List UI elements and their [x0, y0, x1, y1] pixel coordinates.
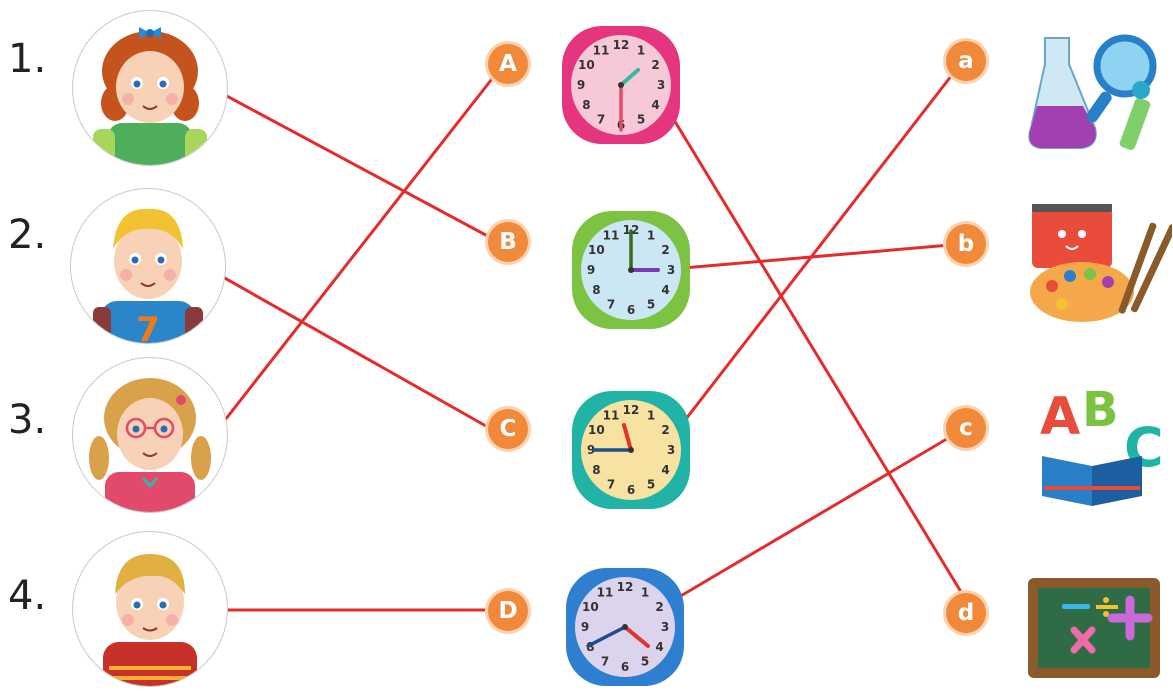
clock-numeral: 2: [651, 58, 659, 72]
svg-text:B: B: [1082, 382, 1119, 438]
clock-numeral: 3: [657, 78, 665, 92]
svg-text:A: A: [1040, 387, 1080, 447]
avatar-boy-hoodie[interactable]: [72, 531, 228, 687]
line-D-to-c: [661, 428, 963, 609]
clock-numeral: 12: [613, 38, 630, 52]
avatar-boy-seven[interactable]: 7: [70, 188, 226, 344]
clock-numeral: 2: [655, 600, 663, 614]
clock-numeral: 4: [655, 640, 663, 654]
clock-numeral: 6: [627, 303, 635, 317]
line-2-to-C: [199, 262, 494, 432]
clock-numeral: 5: [637, 113, 645, 127]
line-3-to-A: [198, 74, 497, 453]
badge-clock-C[interactable]: C: [488, 409, 528, 449]
line-C-to-a: [670, 61, 964, 438]
clock-numeral: 4: [661, 283, 669, 297]
clock-numeral: 6: [621, 660, 629, 674]
clock-numeral: 7: [607, 298, 615, 312]
badge-activity-b[interactable]: b: [946, 224, 986, 264]
avatar-girl-bow[interactable]: [72, 10, 228, 166]
clock-numeral: 10: [582, 600, 599, 614]
badge-activity-a[interactable]: a: [946, 41, 986, 81]
badge-activity-d[interactable]: d: [946, 593, 986, 633]
clock-numeral: 7: [601, 655, 609, 669]
clock-numeral: 1: [647, 408, 655, 422]
clock-numeral: 6: [627, 483, 635, 497]
badge-clock-A[interactable]: A: [488, 44, 528, 84]
clock-numeral: 2: [661, 423, 669, 437]
clock-numeral: 11: [593, 43, 610, 57]
clock-numeral: 8: [592, 283, 600, 297]
clock-numeral: 3: [667, 263, 675, 277]
clock-numeral: 1: [647, 228, 655, 242]
clock-numeral: 1: [641, 585, 649, 599]
clock-numeral: 5: [641, 655, 649, 669]
line-B-to-b: [659, 242, 963, 272]
clock-numeral: 3: [667, 443, 675, 457]
badge-clock-D[interactable]: D: [488, 591, 528, 631]
clock-numeral: 7: [607, 478, 615, 492]
clock-numeral: 8: [586, 640, 594, 654]
number-4: 4.: [8, 573, 47, 619]
clock-numeral: 1: [637, 43, 645, 57]
clock-numeral: 10: [578, 58, 595, 72]
math-chalkboard-icon: [1022, 560, 1172, 700]
badge-activity-c[interactable]: c: [946, 408, 986, 448]
avatar-girl-glasses[interactable]: [72, 357, 228, 513]
clock-numeral: 11: [603, 228, 620, 242]
line-1-to-B: [209, 85, 496, 242]
clock-numeral: 10: [588, 243, 605, 257]
clock-numeral: 4: [661, 463, 669, 477]
clock-numeral: 8: [582, 98, 590, 112]
clock-numeral: 3: [661, 620, 669, 634]
svg-text:7: 7: [136, 310, 160, 343]
clock-numeral: 9: [587, 263, 595, 277]
clock-numeral: 2: [661, 243, 669, 257]
art-supplies-icon: [1022, 200, 1172, 340]
clock-numeral: 7: [597, 113, 605, 127]
line-A-to-d: [666, 109, 974, 611]
clock-numeral: 12: [623, 403, 640, 417]
number-1: 1.: [8, 36, 47, 82]
clock-numeral: 8: [592, 463, 600, 477]
badge-clock-B[interactable]: B: [488, 222, 528, 262]
abc-book-icon: A B C: [1030, 380, 1173, 520]
clock-numeral: 11: [597, 585, 614, 599]
clock-numeral: 5: [647, 298, 655, 312]
clock-numeral: 5: [647, 478, 655, 492]
clock-numeral: 9: [577, 78, 585, 92]
clock-numeral: 9: [587, 443, 595, 457]
number-3: 3.: [8, 397, 47, 443]
clock-numeral: 12: [617, 580, 634, 594]
science-lab-icon: [1023, 28, 1173, 168]
clock-numeral: 11: [603, 408, 620, 422]
clock-numeral: 4: [651, 98, 659, 112]
number-2: 2.: [8, 212, 47, 258]
clock-numeral: 9: [581, 620, 589, 634]
clock-numeral: 10: [588, 423, 605, 437]
